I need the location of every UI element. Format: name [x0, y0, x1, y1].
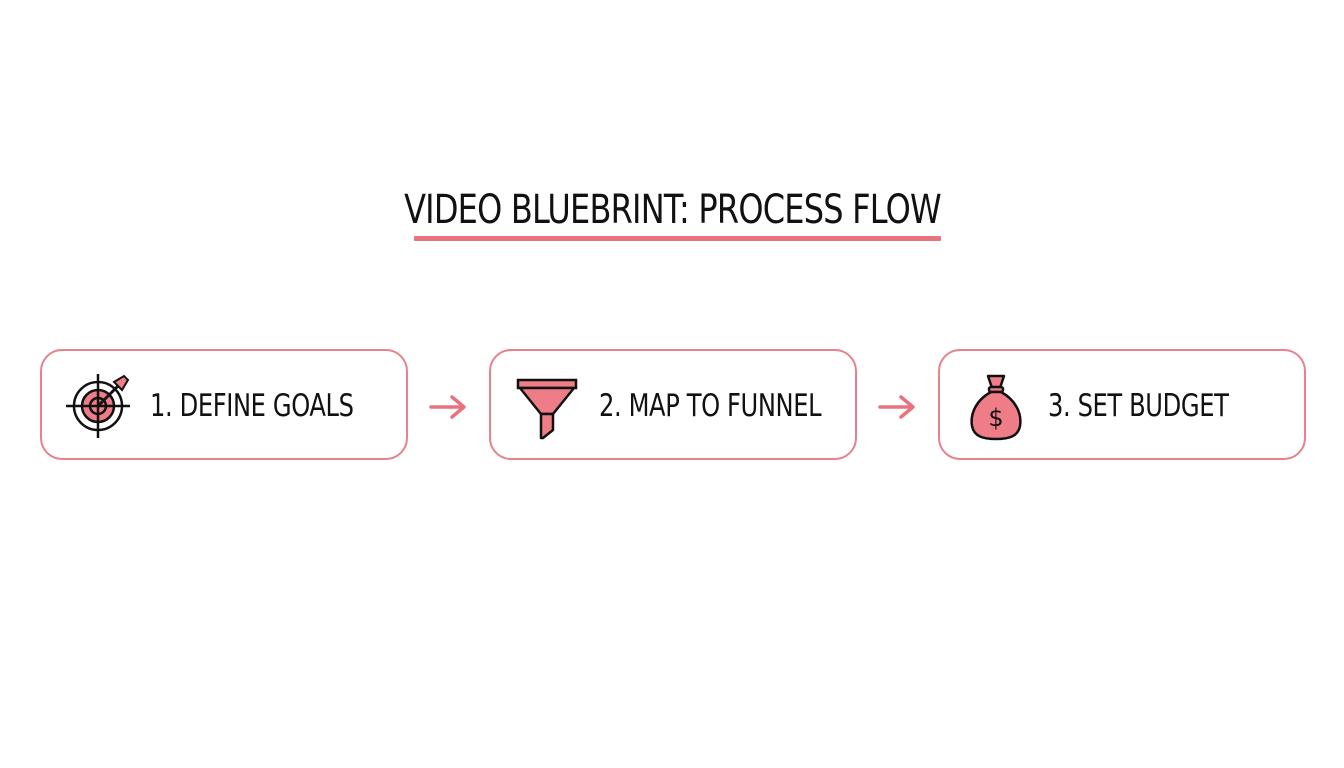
step-map-to-funnel: 2. MAP TO FUNNEL [489, 349, 857, 460]
step-label: 1. DEFINE GOALS [150, 388, 354, 424]
step-label: 3. SET BUDGET [1048, 388, 1229, 424]
title-container: VIDEO BLUEBRINT: PROCESS FLOW [0, 186, 1344, 234]
page-title: VIDEO BLUEBRINT: PROCESS FLOW [403, 187, 942, 233]
title-underline [414, 236, 941, 241]
step-define-goals: 1. DEFINE GOALS [40, 349, 408, 460]
step-set-budget: $ 3. SET BUDGET [938, 349, 1306, 460]
funnel-icon [516, 378, 578, 440]
step-label: 2. MAP TO FUNNEL [599, 388, 822, 424]
target-arrow-icon [66, 374, 130, 438]
money-bag-icon: $ [970, 374, 1022, 441]
arrow-right-icon [429, 395, 466, 419]
arrow-right-icon [878, 395, 915, 419]
dollar-sign: $ [988, 404, 1003, 432]
